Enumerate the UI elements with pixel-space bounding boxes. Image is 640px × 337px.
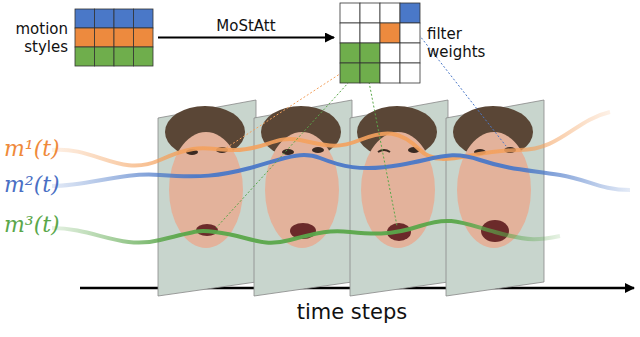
flow-arrow <box>158 37 334 39</box>
motion-curve <box>52 221 560 243</box>
motion-curve <box>52 155 630 190</box>
leader-line <box>226 42 389 148</box>
matrix-grid <box>74 8 154 67</box>
motion-curve <box>52 112 610 166</box>
face-frame <box>254 100 352 296</box>
leader-line <box>369 82 397 226</box>
matrix-caption: motion styles <box>4 20 68 56</box>
leader-line <box>216 82 349 228</box>
axis-label: time steps <box>297 300 408 324</box>
face-frame <box>446 100 544 296</box>
signal-name: m¹(t) <box>4 136 60 161</box>
signal-name: m³(t) <box>4 212 60 237</box>
leader-line <box>409 22 506 146</box>
face-frame <box>350 100 448 296</box>
face-frame <box>158 100 256 296</box>
matrix-caption: filter weights <box>427 25 495 61</box>
matrix-node: filter weights <box>339 2 495 84</box>
matrix-node: motion styles <box>4 8 154 67</box>
matrix-grid <box>339 2 421 84</box>
signal-name: m²(t) <box>4 172 60 197</box>
edge-label: MoStAtt <box>216 17 275 35</box>
